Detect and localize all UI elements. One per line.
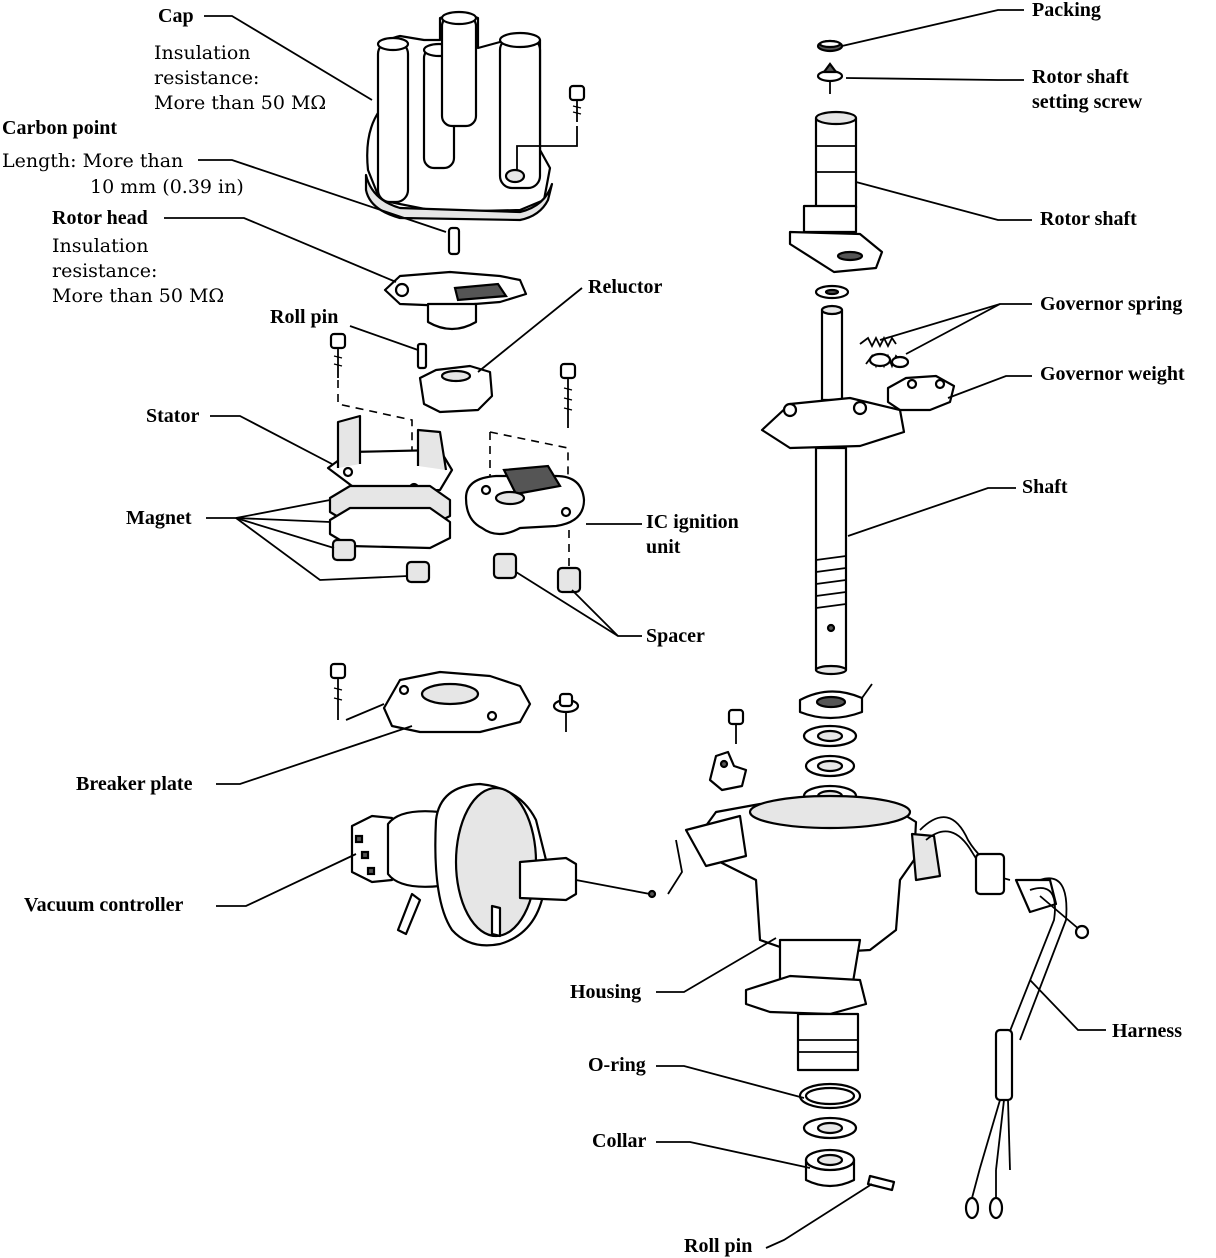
collar-part bbox=[804, 1148, 856, 1188]
label-governor-spring: Governor spring bbox=[1040, 293, 1182, 315]
label-rotor-shaft: Rotor shaft bbox=[1040, 208, 1137, 230]
reluctor-part bbox=[418, 364, 494, 414]
label-housing: Housing bbox=[570, 981, 641, 1003]
label-collar: Collar bbox=[592, 1130, 647, 1152]
rotor-shaft-part bbox=[788, 110, 884, 274]
vacuum-controller-part bbox=[350, 782, 657, 947]
stator-part bbox=[326, 414, 454, 494]
label-shaft: Shaft bbox=[1022, 476, 1068, 498]
label-stator: Stator bbox=[146, 405, 199, 427]
collar-washer bbox=[802, 1116, 858, 1140]
spacer-parts bbox=[492, 530, 582, 594]
roll-pin-top-part bbox=[416, 342, 428, 370]
label-reluctor: Reluctor bbox=[588, 276, 663, 298]
rotor-head-part bbox=[383, 270, 528, 331]
label-cap: Cap bbox=[158, 5, 194, 27]
cap-screw bbox=[568, 84, 586, 122]
cap-part bbox=[364, 10, 554, 222]
label-governor-weight: Governor weight bbox=[1040, 363, 1185, 385]
stator-screw bbox=[329, 332, 347, 378]
label-cap-note-3: More than 50 MΩ bbox=[154, 92, 326, 114]
label-roll-pin-top: Roll pin bbox=[270, 306, 338, 328]
label-rotor-note-3: More than 50 MΩ bbox=[52, 285, 224, 307]
label-vacuum-controller: Vacuum controller bbox=[24, 894, 184, 916]
leader-lines bbox=[164, 9, 1106, 1249]
governor-weight-part bbox=[886, 374, 956, 412]
governor-spring-parts bbox=[859, 335, 910, 369]
label-rotor-shaft-screw-1: Rotor shaft bbox=[1032, 66, 1129, 88]
magnet-part bbox=[328, 484, 452, 584]
label-rotor-head: Rotor head bbox=[52, 207, 148, 229]
label-carbon-point: Carbon point bbox=[2, 117, 117, 139]
roll-pin-bottom-part bbox=[866, 1174, 896, 1192]
o-ring-part bbox=[798, 1082, 862, 1110]
label-cap-note-2: resistance: bbox=[154, 67, 259, 89]
label-ic-ignition-unit-1: IC ignition bbox=[646, 511, 739, 533]
label-rotor-shaft-screw-2: setting screw bbox=[1032, 91, 1143, 113]
housing-clip bbox=[708, 708, 748, 792]
ic-ignition-unit-part bbox=[464, 362, 586, 536]
packing-part bbox=[816, 39, 844, 53]
label-carbon-length-2: 10 mm (0.39 in) bbox=[90, 176, 244, 198]
housing-washers bbox=[798, 683, 873, 808]
breaker-plate-screw bbox=[552, 692, 580, 732]
label-harness: Harness bbox=[1112, 1020, 1182, 1042]
label-o-ring: O-ring bbox=[588, 1054, 646, 1076]
label-breaker-plate: Breaker plate bbox=[76, 773, 193, 795]
label-roll-pin-bottom: Roll pin bbox=[684, 1235, 752, 1257]
label-ic-ignition-unit-2: unit bbox=[646, 536, 681, 558]
label-magnet: Magnet bbox=[126, 507, 192, 529]
label-cap-note-1: Insulation bbox=[154, 42, 251, 64]
label-carbon-length-1: Length: More than bbox=[2, 150, 183, 172]
shaft-part bbox=[760, 304, 906, 676]
shaft-washer-top bbox=[814, 284, 850, 300]
rotor-shaft-setting-screw-part bbox=[816, 62, 844, 94]
label-spacer: Spacer bbox=[646, 625, 705, 647]
breaker-plate-part bbox=[329, 662, 532, 734]
harness-part bbox=[919, 816, 1090, 1220]
label-packing: Packing bbox=[1032, 0, 1101, 21]
label-rotor-note-2: resistance: bbox=[52, 260, 157, 282]
housing-part bbox=[684, 794, 942, 1072]
carbon-point-part bbox=[447, 226, 461, 256]
label-rotor-note-1: Insulation bbox=[52, 235, 149, 257]
